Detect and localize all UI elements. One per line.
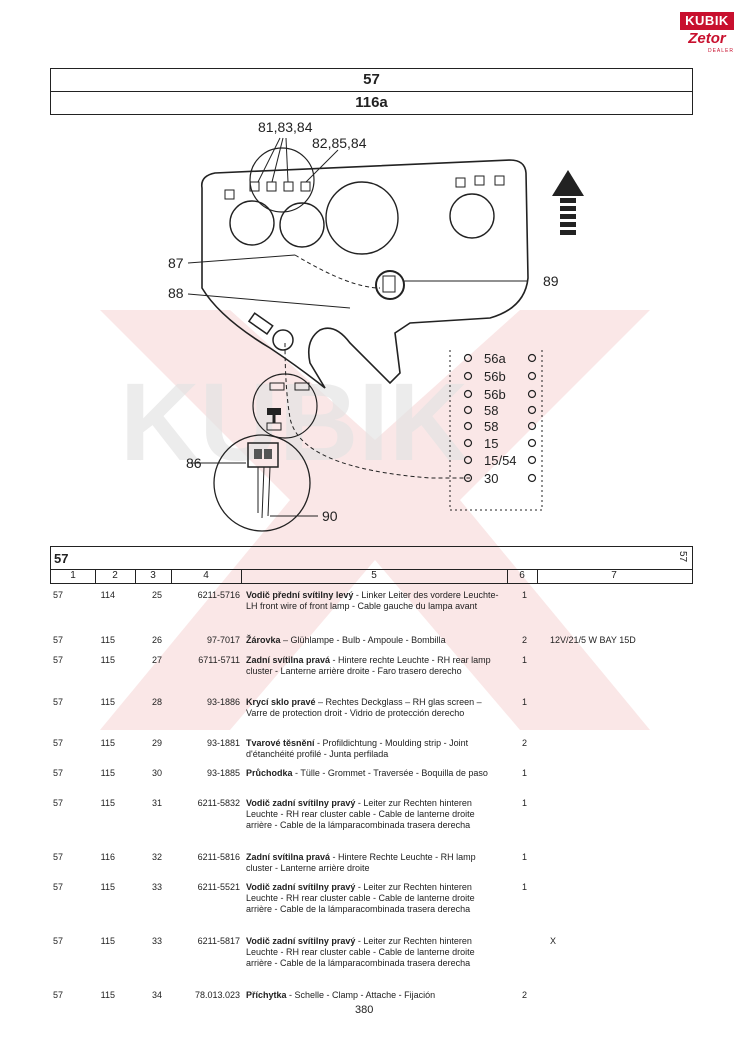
callout-87: 87 [168,255,184,271]
logo-make: Zetor [688,30,726,47]
column-header-2: 2 [112,570,118,581]
terminal-label: 58 [484,419,498,434]
table-row: 57 116 32 6211-5816 Zadní svítilna pravá… [53,852,528,873]
callout-88: 88 [168,285,184,301]
terminal-label: 56b [484,369,506,384]
terminal-label: 56a [484,351,506,366]
table-row: 57 115 31 6211-5832 Vodič zadní svítilny… [53,798,528,830]
table-group-number-right: 57 [676,550,688,563]
page-number: 380 [355,1004,374,1016]
terminal-label: 58 [484,403,498,418]
column-header-5: 5 [371,570,377,581]
callout-89: 89 [543,273,559,289]
table-row: 57 115 29 93-1881 Tvarové těsnění - Prof… [53,738,528,759]
terminal-label: 56b [484,387,506,402]
table-row: 57 115 33 6211-5521 Vodič zadní svítilny… [53,882,528,914]
table-row: 57 115 34 78.013.023 Příchytka - Schelle… [53,990,528,1000]
table-group-number: 57 [54,551,69,566]
dashboard-wiring-diagram: 81,83,84 82,85,84 87 88 89 86 90 56a 56b… [168,119,584,532]
terminal-label: 30 [484,471,498,486]
group-header: 57 [50,68,693,92]
subgroup-header: 116a [50,92,693,115]
column-header-3: 3 [150,570,156,581]
column-header-7: 7 [611,570,617,581]
column-header-4: 4 [203,570,209,581]
column-header-6: 6 [519,570,525,581]
callout-81-83-84: 81,83,84 [258,119,313,135]
dealer-logo: KUBIK Zetor DEALER [680,12,734,60]
logo-brand: KUBIK [680,12,734,30]
table-row: 57 115 26 97-7017 Žárovka – Glühlampe - … [53,635,636,645]
callout-86: 86 [186,455,202,471]
logo-tag: DEALER [707,48,734,54]
callout-90: 90 [322,508,338,524]
table-row: 57 115 28 93-1886 Krycí sklo pravé – Rec… [53,697,528,718]
terminal-label: 15/54 [484,453,517,468]
column-headers: 1 2 3 4 5 6 7 [51,569,692,583]
callout-82-85-84: 82,85,84 [312,135,367,151]
terminal-label: 15 [484,436,498,451]
table-row: 57 114 25 6211-5716 Vodič přední svítiln… [53,590,528,611]
table-row: 57 115 33 6211-5817 Vodič zadní svítilny… [53,936,557,968]
column-header-1: 1 [70,570,76,581]
parts-table-body: 57 114 25 6211-5716 Vodič přední svítiln… [50,590,710,1004]
table-row: 57 115 30 93-1885 Průchodka - Tülle - Gr… [53,768,528,778]
parts-table-header: 57 57 1 2 3 4 5 6 7 [50,546,693,584]
direction-arrow-icon [552,170,584,196]
table-row: 57 115 27 6711-5711 Zadní svítilna pravá… [53,655,528,676]
